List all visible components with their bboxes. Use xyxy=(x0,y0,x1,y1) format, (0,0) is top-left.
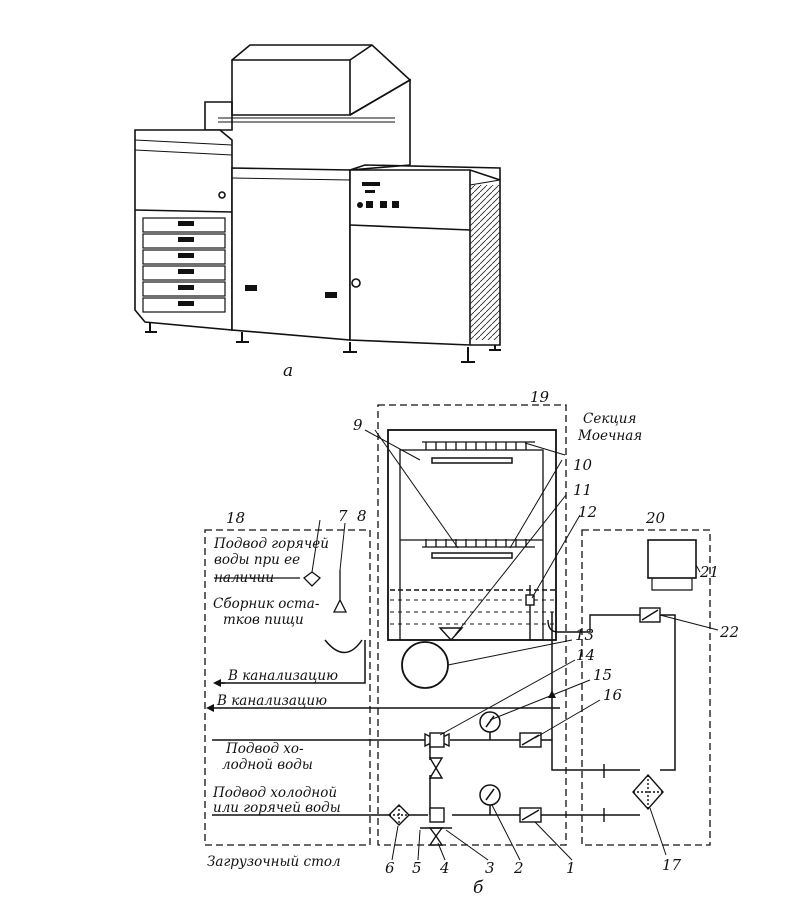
callout-9: 9 xyxy=(353,416,363,434)
tank-unit-outline xyxy=(581,529,711,846)
water-tank xyxy=(647,539,697,579)
loading-table-label: Загрузочный стол xyxy=(207,854,341,870)
callout-10: 10 xyxy=(573,456,593,474)
arrow-sewer-2 xyxy=(206,704,214,712)
label-sewer-2: В канализацию xyxy=(216,693,327,709)
spray-rails xyxy=(431,457,513,559)
label-collector-1: Сборник оста- xyxy=(213,596,320,612)
pipes xyxy=(208,612,676,816)
label-cold-water-1: Подвод хо- xyxy=(225,741,304,757)
washing-section-outline xyxy=(377,404,567,846)
callout-11: 11 xyxy=(573,481,592,499)
callout-15: 15 xyxy=(593,666,612,684)
label-hot-water-1: Подвод горячей xyxy=(213,536,329,552)
callout-6: 6 xyxy=(385,859,395,877)
label-sewer-1: В канализацию xyxy=(227,668,338,684)
label-hot-water-2: воды при ее xyxy=(214,552,300,568)
callout-4: 4 xyxy=(439,859,450,877)
label-hot-water-3: наличии xyxy=(214,570,274,586)
loading-table-outline xyxy=(204,529,371,846)
callout-22: 22 xyxy=(719,623,739,641)
callout-13: 13 xyxy=(575,626,594,644)
callout-20: 20 xyxy=(645,509,666,527)
label-cold-hot-water-2: или горячей воды xyxy=(213,800,341,816)
callout-17: 17 xyxy=(662,856,682,874)
level-sensor xyxy=(525,585,640,640)
arrow-sewer-1 xyxy=(213,679,221,687)
filter-cone xyxy=(438,627,464,642)
solenoid-valves xyxy=(519,607,661,823)
callout-12: 12 xyxy=(578,503,597,521)
washing-section-title-2: Моечная xyxy=(577,428,642,444)
callout-numbers: 1 2 3 4 5 6 7 8 9 10 11 12 13 14 15 16 1… xyxy=(226,388,739,877)
hot-water-valve xyxy=(303,571,321,587)
washing-chamber xyxy=(387,429,557,641)
leader-lines xyxy=(311,429,719,861)
label-cold-hot-water-1: Подвод холодной xyxy=(212,785,337,801)
dashed-enclosures xyxy=(204,404,711,846)
callout-19: 19 xyxy=(530,388,550,406)
callout-7: 7 xyxy=(338,507,348,525)
label-collector-2: тков пищи xyxy=(223,612,304,628)
funnel xyxy=(332,570,348,613)
callout-16: 16 xyxy=(603,686,623,704)
caption-a: а xyxy=(283,361,293,381)
callout-2: 2 xyxy=(513,859,524,877)
callout-18: 18 xyxy=(226,509,245,527)
pump xyxy=(401,641,449,689)
callout-3: 3 xyxy=(485,859,495,877)
food-collector xyxy=(324,639,363,654)
caption-b: б xyxy=(473,878,484,898)
callout-14: 14 xyxy=(576,646,595,664)
callout-8: 8 xyxy=(357,507,367,525)
filters xyxy=(388,773,664,826)
callout-5: 5 xyxy=(412,859,422,877)
callout-21: 21 xyxy=(699,563,719,581)
pressure-gauges xyxy=(479,711,501,815)
label-cold-water-2: лодной воды xyxy=(222,757,313,773)
valves xyxy=(420,732,452,846)
callout-1: 1 xyxy=(566,859,576,877)
machine-drawing xyxy=(134,44,501,363)
nozzle-combs xyxy=(422,441,535,548)
washing-section-title-1: Секция xyxy=(583,411,636,427)
